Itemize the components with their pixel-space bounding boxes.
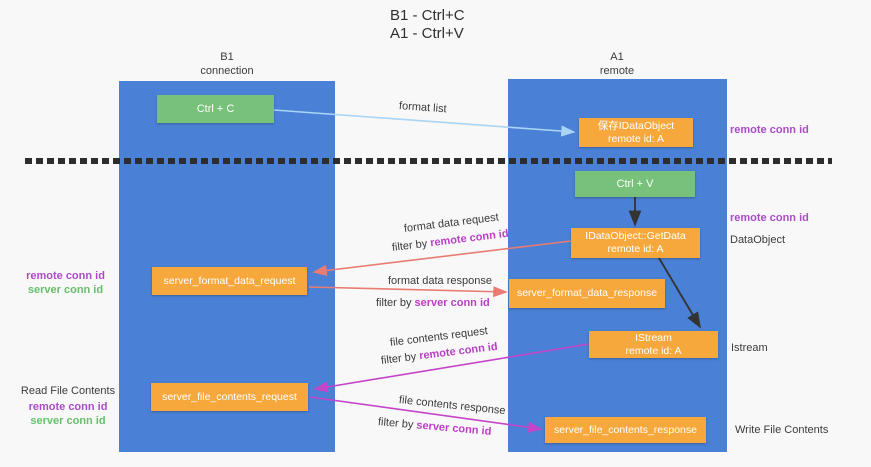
- save-idataobject-box: 保存IDataObject remote id: A: [579, 118, 693, 147]
- ctrl-v-label: Ctrl + V: [616, 177, 654, 190]
- format-request-box: server_format_data_request: [152, 267, 307, 295]
- diagram-title: B1 - Ctrl+C A1 - Ctrl+V: [390, 7, 465, 43]
- lane-a1-role: remote: [599, 65, 635, 77]
- remote-conn-id-text: remote conn id: [730, 124, 809, 136]
- lane-header-b1: B1 connection: [167, 50, 287, 78]
- filter-by-text: filter by: [377, 416, 414, 432]
- server-conn-id-text: server conn id: [415, 419, 492, 438]
- format-list-label: format list: [399, 100, 447, 115]
- file-request-box: server_file_contents_request: [151, 383, 308, 411]
- ctrl-c-label: Ctrl + C: [196, 102, 235, 115]
- dataobject-text: DataObject: [730, 234, 786, 246]
- left-conn-id-group-mid: remote conn id server conn id: [18, 269, 113, 297]
- istream-line1: IStream: [635, 331, 672, 344]
- read-file-contents-annotation: Read File Contents: [18, 384, 118, 398]
- format-response-filter-label: filter by server conn id: [376, 297, 490, 309]
- remote-conn-id-text: remote conn id: [26, 270, 105, 282]
- filter-by-text: filter by: [391, 237, 428, 254]
- ctrl-v-box: Ctrl + V: [575, 171, 695, 197]
- getdata-box: IDataObject::GetData remote id: A: [571, 228, 700, 258]
- read-file-contents-text: Read File Contents: [20, 385, 116, 397]
- filter-by-text: filter by: [380, 350, 417, 367]
- file-request-label: server_file_contents_request: [162, 390, 297, 403]
- lane-b1-role: connection: [200, 65, 254, 77]
- file-contents-response-text: file contents response: [398, 394, 507, 418]
- right-remote-conn-id-top: remote conn id: [730, 124, 809, 136]
- ctrl-c-box: Ctrl + C: [157, 95, 274, 123]
- format-response-label: server_format_data_response: [516, 287, 658, 299]
- title-line-1: B1 - Ctrl+C: [390, 7, 465, 24]
- write-file-contents-annotation: Write File Contents: [735, 424, 828, 436]
- istream-line2: remote id: A: [625, 344, 682, 357]
- write-file-contents-text: Write File Contents: [735, 424, 829, 436]
- save-idataobject-line2: remote id: A: [607, 132, 665, 145]
- save-idataobject-line1: 保存IDataObject: [597, 119, 675, 132]
- right-remote-conn-id-mid: remote conn id: [730, 212, 809, 224]
- lane-a1-name: A1: [610, 51, 624, 63]
- istream-text: Istream: [731, 342, 768, 354]
- remote-conn-id-text: remote conn id: [429, 227, 510, 250]
- format-response-box: server_format_data_response: [509, 279, 665, 308]
- format-list-text: format list: [398, 100, 447, 116]
- format-request-label: server_format_data_request: [163, 274, 296, 287]
- format-response-arrow: [308, 286, 508, 298]
- title-line-2: A1 - Ctrl+V: [390, 25, 464, 42]
- filter-by-text: filter by: [376, 297, 412, 309]
- istream-annotation: Istream: [731, 342, 768, 354]
- remote-conn-id-text: remote conn id: [28, 401, 108, 413]
- getdata-line1: IDataObject::GetData: [585, 230, 686, 242]
- file-response-label: server_file_contents_response: [553, 423, 697, 436]
- lane-header-a1: A1 remote: [557, 50, 677, 78]
- remote-conn-id-text: remote conn id: [730, 212, 809, 224]
- file-contents-response-label: file contents response: [398, 394, 506, 417]
- server-conn-id-text: server conn id: [30, 415, 106, 427]
- file-response-box: server_file_contents_response: [545, 417, 706, 443]
- dashed-separator-line: [25, 158, 832, 164]
- server-conn-id-text: server conn id: [414, 297, 490, 309]
- format-data-response-label: format data response: [388, 275, 492, 287]
- istream-box: IStream remote id: A: [589, 331, 718, 358]
- format-data-response-text: format data response: [388, 275, 492, 287]
- dataobject-annotation: DataObject: [730, 234, 785, 246]
- lane-b1-name: B1: [220, 51, 234, 63]
- server-conn-id-text: server conn id: [27, 284, 104, 296]
- file-response-filter-label: filter by server conn id: [377, 416, 491, 438]
- getdata-line2: remote id: A: [607, 243, 664, 255]
- left-conn-id-group-bottom: remote conn id server conn id: [18, 400, 118, 428]
